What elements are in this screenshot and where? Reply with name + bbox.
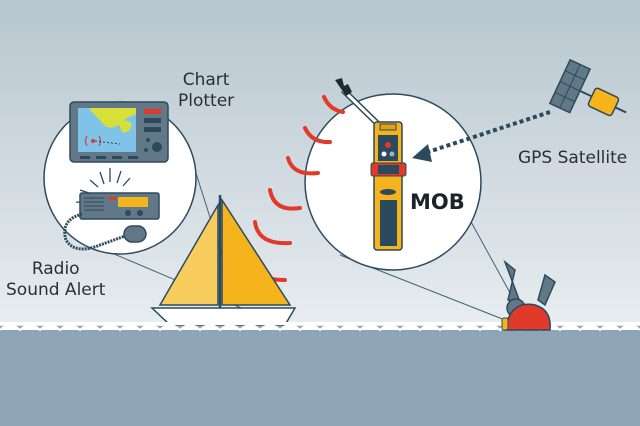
sailboat-icon — [150, 195, 297, 326]
gps-satellite-label: GPS Satellite — [518, 148, 628, 168]
radio-label-line1: Radio — [31, 259, 80, 279]
chart-plotter-label-line1: Chart — [182, 70, 230, 90]
gps-satellite-icon — [548, 58, 627, 117]
vhf-radio-icon — [63, 168, 160, 251]
mob-label: MOB — [410, 190, 465, 214]
mob-beacon-device — [370, 121, 407, 251]
gps-signal-arrow — [412, 110, 551, 162]
radio-label-line2: Sound Alert — [6, 280, 106, 300]
radio-label: Radio Sound Alert — [6, 259, 105, 301]
chart-plotter-icon — [69, 101, 169, 163]
person-overboard-icon — [501, 259, 556, 331]
chart-plotter-label: Chart Plotter — [178, 70, 234, 112]
sea — [0, 326, 640, 426]
chart-plotter-label-line2: Plotter — [178, 91, 235, 111]
